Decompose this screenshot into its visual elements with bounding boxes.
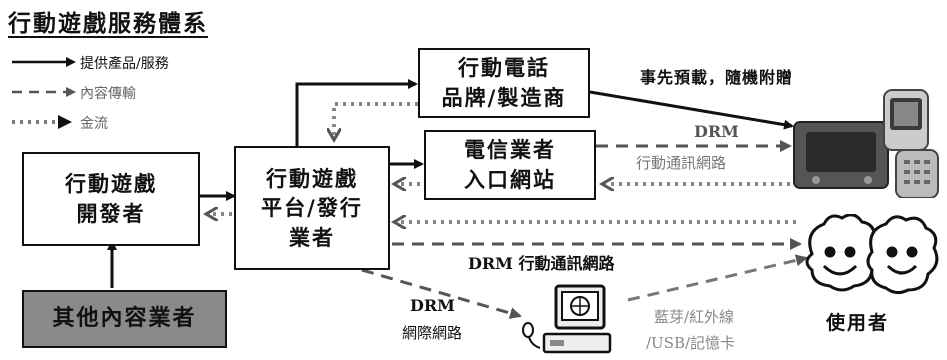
mobile-devices-illustration bbox=[793, 89, 939, 198]
legend-solid-label: 提供產品/服務 bbox=[80, 56, 169, 72]
platform-line-2: 平台/發行 bbox=[261, 195, 363, 221]
label-drm-top: DRM bbox=[694, 122, 739, 141]
arrow-phonemaker-to-phone bbox=[589, 90, 794, 130]
arrow-pc-to-users bbox=[627, 254, 808, 302]
platform-line-1: 行動遊戲 bbox=[265, 165, 358, 191]
phone-maker-box: 行動電話品牌/製造商 bbox=[418, 48, 590, 118]
label-drm-mobile-network: DRM 行動通訊網路 bbox=[468, 254, 615, 273]
smiley-face-icon-2 bbox=[866, 215, 939, 295]
label-internet: 網際網路 bbox=[402, 324, 463, 342]
label-preinstall: 事先預載，隨機附贈 bbox=[640, 68, 794, 87]
legend-dashed-label: 內容傳輸 bbox=[80, 86, 136, 102]
developer-line-2: 開發者 bbox=[76, 201, 146, 226]
developer-box: 行動遊戲開發者 bbox=[22, 152, 200, 246]
telecom-portal-box: 電信業者入口網站 bbox=[424, 130, 596, 200]
computer-icon bbox=[522, 284, 612, 354]
users-label: 使用者 bbox=[826, 312, 890, 334]
computer-illustration bbox=[522, 284, 612, 354]
platform-box: 行動遊戲平台/發行業者 bbox=[234, 146, 390, 270]
developer-line-1: 行動遊戲 bbox=[65, 170, 157, 196]
other-content-label: 其他內容業者 bbox=[52, 305, 197, 332]
users-faces-illustration bbox=[805, 214, 939, 295]
arrow-platform-to-phonemaker bbox=[295, 79, 418, 146]
label-usb-memory: /USB/記憶卡 bbox=[646, 334, 736, 352]
arrow-phonemaker-to-platform-money bbox=[334, 102, 418, 140]
telecom-line-1: 電信業者 bbox=[464, 136, 556, 162]
legend-lines bbox=[12, 57, 76, 129]
phone-maker-line-2: 品牌/製造商 bbox=[441, 85, 567, 110]
label-bluetooth: 藍芽/紅外線 bbox=[654, 308, 735, 326]
label-drm-internet: DRM bbox=[410, 296, 455, 315]
flip-phone-icon bbox=[883, 89, 939, 198]
telecom-line-2: 入口網站 bbox=[464, 167, 556, 192]
legend: 提供產品/服務 內容傳輸 金流 bbox=[8, 48, 238, 140]
legend-dotted-label: 金流 bbox=[80, 116, 108, 132]
other-content-box: 其他內容業者 bbox=[22, 290, 227, 348]
handheld-console-icon bbox=[793, 121, 889, 189]
diagram-title: 行動遊戲服務體系 bbox=[8, 10, 208, 37]
phone-maker-line-1: 行動電話 bbox=[457, 54, 550, 80]
arrow-platform-to-pc-drm bbox=[361, 268, 522, 319]
label-mobile-network-top: 行動通訊網路 bbox=[636, 154, 727, 172]
smiley-face-icon bbox=[805, 214, 880, 292]
platform-line-3: 業者 bbox=[288, 224, 335, 250]
